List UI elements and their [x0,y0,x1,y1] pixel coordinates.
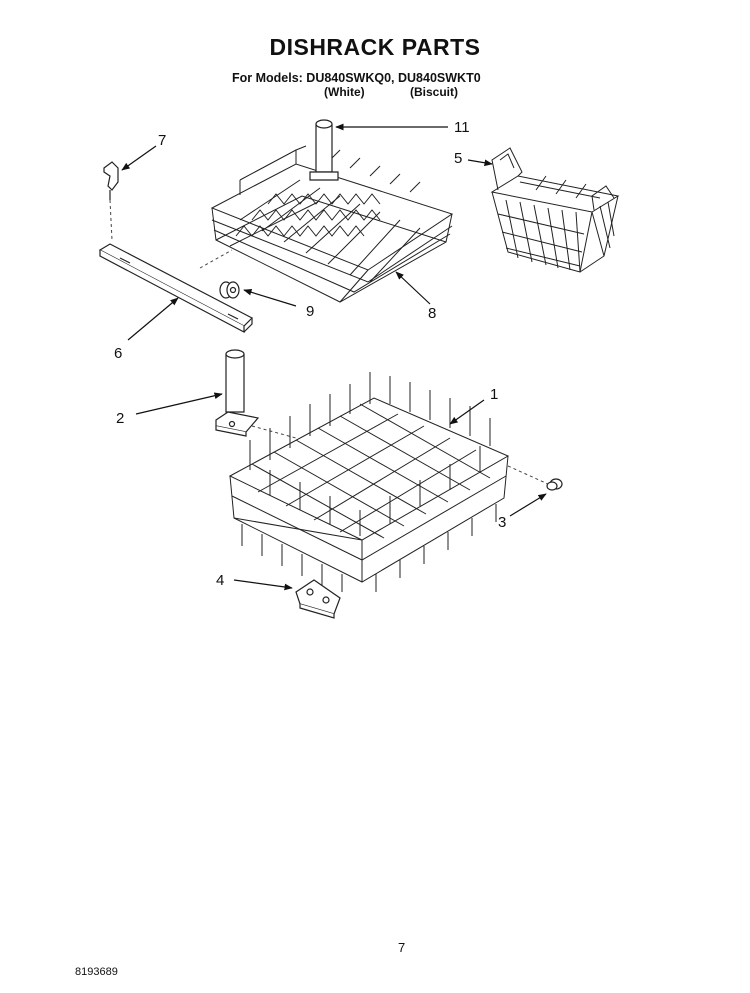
page-number: 7 [398,940,406,955]
part-9-roller [219,281,240,299]
part-6-rail [98,243,254,333]
part-2-tube [215,349,260,437]
callout-6: 6 [114,345,123,362]
callout-2: 2 [116,410,125,427]
dash-2 [251,425,297,439]
callout-7: 7 [158,132,167,149]
part-4-bracket [295,579,341,619]
part-11-tube [309,119,339,181]
leader-8 [395,271,431,305]
callout-8: 8 [428,305,437,322]
leader-arrows [121,123,547,591]
part-1-lower-rack [228,372,510,592]
variant-biscuit: (Biscuit) [410,85,458,99]
document-number: 8193689 [75,966,118,978]
part-7-clip [103,161,119,200]
models-line: For Models: DU840SWKQ0, DU840SWKT0 [232,71,481,85]
dash-3 [507,465,549,485]
variant-white: (White) [324,85,365,99]
callout-4: 4 [216,572,225,589]
leader-9 [243,289,297,307]
leader-7 [121,145,157,171]
callout-3: 3 [498,514,507,531]
callout-5: 5 [454,150,463,167]
callout-11: 11 [454,119,470,136]
leader-6 [127,297,179,341]
callout-1: 1 [490,386,499,403]
leader-4 [233,579,293,591]
callout-9: 9 [306,303,315,320]
leader-3 [509,493,547,517]
dash-9 [199,249,233,269]
part-3-roller [546,478,563,491]
leader-2 [135,392,223,415]
part-5-basket [490,147,620,273]
dash-7 [109,199,113,241]
leader-5 [467,159,493,167]
page-title: DISHRACK PARTS [269,34,481,60]
part-8-upper-rack [210,145,454,303]
leader-1 [449,399,485,425]
